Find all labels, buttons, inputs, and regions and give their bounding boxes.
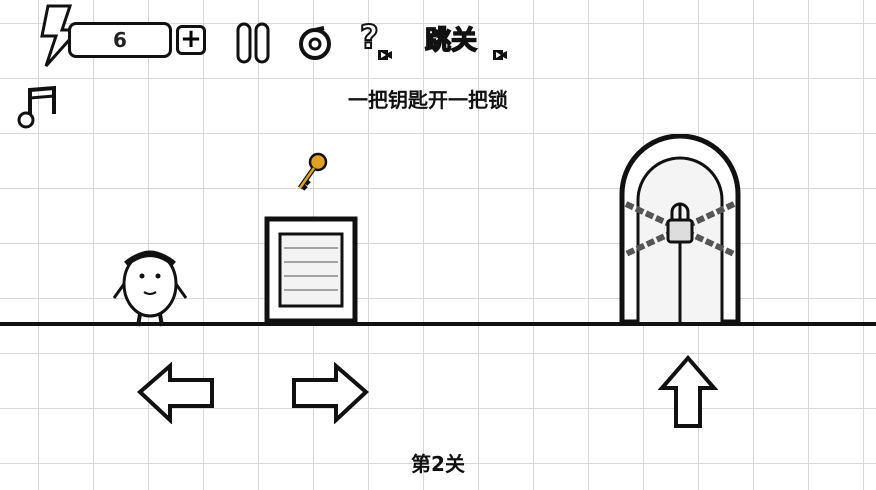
move-left-button[interactable] (136, 362, 218, 424)
move-right-button[interactable] (288, 362, 370, 424)
pause-button[interactable] (236, 22, 272, 64)
ground-line (0, 322, 876, 326)
energy-lightning-icon (40, 4, 82, 67)
energy-counter: 6 (68, 22, 172, 58)
level-indicator: 第2关 (411, 452, 465, 476)
key-item[interactable] (292, 150, 330, 194)
video-ad-icon (378, 50, 392, 60)
music-toggle-icon[interactable] (16, 84, 60, 130)
player-character (112, 250, 188, 327)
add-energy-button[interactable]: + (176, 25, 206, 55)
locked-door[interactable] (612, 134, 748, 326)
skip-level-button[interactable]: 跳关 (424, 25, 478, 57)
jump-button[interactable] (658, 354, 718, 430)
level-hint: 一把钥匙开一把锁 (348, 88, 508, 112)
wooden-crate[interactable] (264, 216, 358, 324)
help-button[interactable]: ? (359, 17, 380, 57)
video-ad-icon (493, 50, 507, 60)
restart-icon[interactable] (298, 24, 334, 62)
